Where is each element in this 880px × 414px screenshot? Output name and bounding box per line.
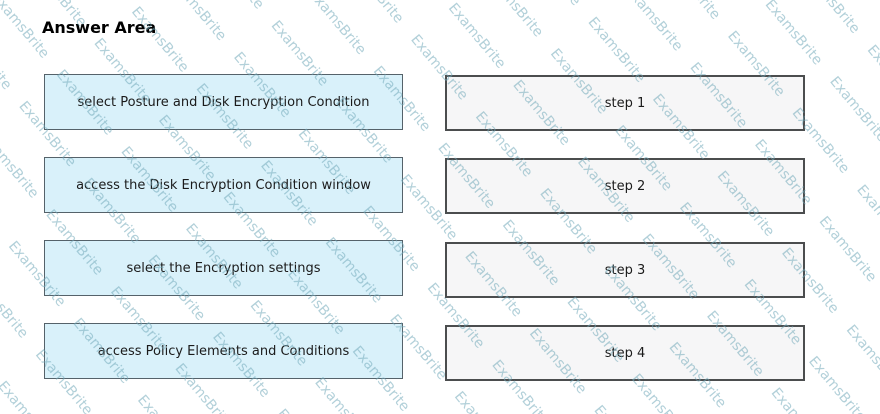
- option-label: select Posture and Disk Encryption Condi…: [77, 94, 370, 110]
- step-3-drop-target[interactable]: step 3: [445, 242, 805, 298]
- option-label: select the Encryption settings: [126, 260, 321, 276]
- option-label: access the Disk Encryption Condition win…: [76, 177, 371, 193]
- options-column: select Posture and Disk Encryption Condi…: [44, 0, 403, 414]
- option-label: access Policy Elements and Conditions: [97, 343, 350, 359]
- option-box-disk-encryption-window[interactable]: access the Disk Encryption Condition win…: [44, 157, 403, 213]
- step-1-drop-target[interactable]: step 1: [445, 75, 805, 131]
- step-label: step 3: [604, 262, 646, 278]
- option-box-encryption-settings[interactable]: select the Encryption settings: [44, 240, 403, 296]
- step-label: step 2: [604, 178, 646, 194]
- step-4-drop-target[interactable]: step 4: [445, 325, 805, 381]
- steps-column: step 1 step 2 step 3 step 4: [445, 0, 805, 414]
- page-title: Answer Area: [42, 18, 157, 37]
- step-2-drop-target[interactable]: step 2: [445, 158, 805, 214]
- step-label: step 4: [604, 345, 646, 361]
- step-label: step 1: [604, 95, 646, 111]
- option-box-policy-elements[interactable]: access Policy Elements and Conditions: [44, 323, 403, 379]
- option-box-posture-disk-encryption[interactable]: select Posture and Disk Encryption Condi…: [44, 74, 403, 130]
